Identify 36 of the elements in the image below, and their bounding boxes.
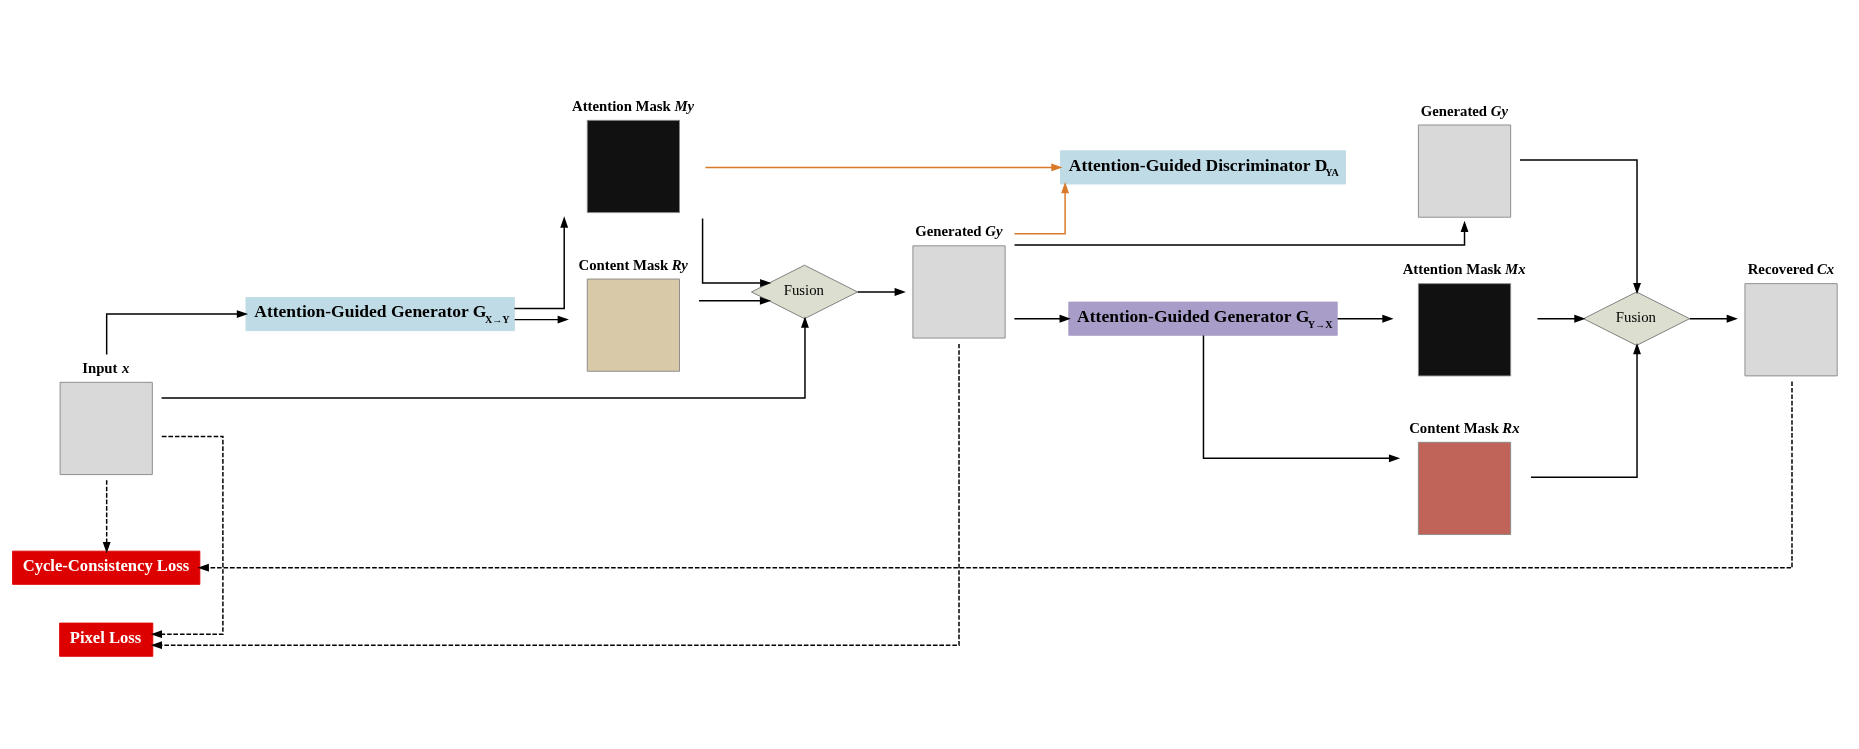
node-label: Input x [82,359,130,376]
arrow [105,310,249,356]
node-label: Attention Mask Mx [1402,261,1526,278]
arrow [1013,220,1469,246]
arrow [1013,314,1071,323]
arrow [160,316,809,399]
node-label: Generated Gy [1420,102,1509,119]
node-label: Generated Gy [915,223,1003,240]
arrow [513,315,569,324]
node-box: Attention-Guided Generator G$_{Y→X}$ [1068,301,1338,336]
arrow [1536,314,1586,323]
arrow [704,163,1063,172]
node-diamond: Fusion [1583,291,1691,346]
node-label: Attention Mask My [572,97,695,114]
arrow [1689,314,1738,323]
arrow [698,296,772,305]
node-box: Attention-Guided Discriminator D$_{YA}$ [1060,150,1346,185]
arrow [1202,334,1401,463]
arrow [1530,343,1641,479]
arrow [856,288,906,296]
arrow [150,435,224,639]
arrow [102,479,111,554]
arrow [150,343,960,650]
node-box: Cycle-Consistency Loss [12,550,201,585]
node-box: Attention-Guided Generator G$_{X→Y}$ [245,297,515,332]
node-label: Content Mask Rx [1409,419,1520,436]
node-diamond: Fusion [751,264,858,320]
arrow [1013,181,1070,235]
node-label: Content Mask Ry [578,256,688,273]
arrow [513,216,569,310]
node-label: Recovered Cx [1747,261,1835,278]
arrow [1336,314,1394,323]
arrow [197,380,1793,572]
node-box: Pixel Loss [59,622,154,657]
arrow [1519,159,1641,295]
arrow [701,217,772,287]
